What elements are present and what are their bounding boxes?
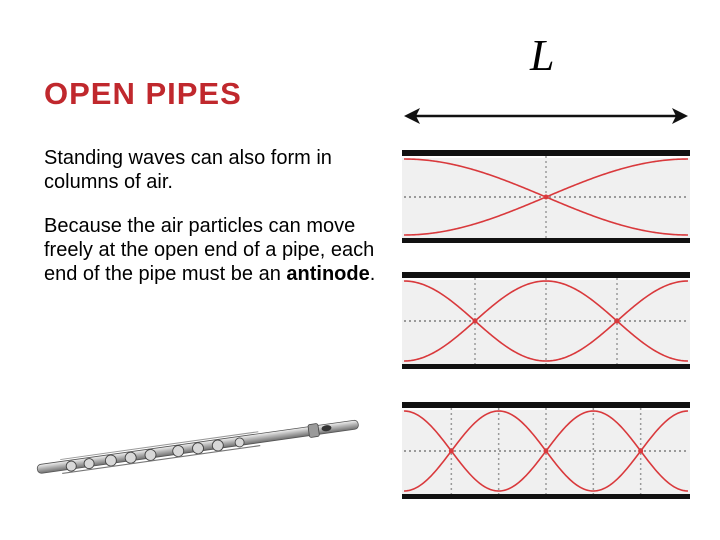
pipe-wall-top bbox=[402, 272, 690, 278]
pipe-mode-3-diagram bbox=[402, 402, 690, 499]
node-point bbox=[543, 448, 549, 454]
pipe-wall-top bbox=[402, 402, 690, 408]
length-arrow-icon bbox=[404, 108, 688, 124]
node-point bbox=[448, 448, 454, 454]
body-paragraph-antinode: Because the air particles can move freel… bbox=[44, 214, 394, 286]
pipe-wall-top bbox=[402, 150, 690, 156]
standing-wave-curve bbox=[403, 280, 689, 362]
node-point bbox=[472, 318, 478, 324]
pipe-mode-1-diagram bbox=[402, 150, 690, 243]
node-point bbox=[543, 194, 549, 200]
slide-title: OPEN PIPES bbox=[44, 76, 242, 111]
length-label: L bbox=[530, 31, 555, 80]
pipe-mode-2-diagram bbox=[402, 272, 690, 369]
flute-image bbox=[36, 419, 359, 475]
pipe-wall-bottom bbox=[402, 238, 690, 243]
antinode-term: antinode bbox=[286, 263, 370, 285]
node-point bbox=[614, 318, 620, 324]
standing-wave-curve bbox=[403, 280, 689, 362]
pipe-wall-bottom bbox=[402, 494, 690, 499]
pipe-wall-bottom bbox=[402, 364, 690, 369]
body-paragraph-standing-waves: Standing waves can also form in columns … bbox=[44, 147, 332, 193]
paragraph-text: Because the air particles can move freel… bbox=[44, 215, 375, 285]
paragraph-end: . bbox=[369, 263, 376, 285]
node-point bbox=[638, 448, 644, 454]
